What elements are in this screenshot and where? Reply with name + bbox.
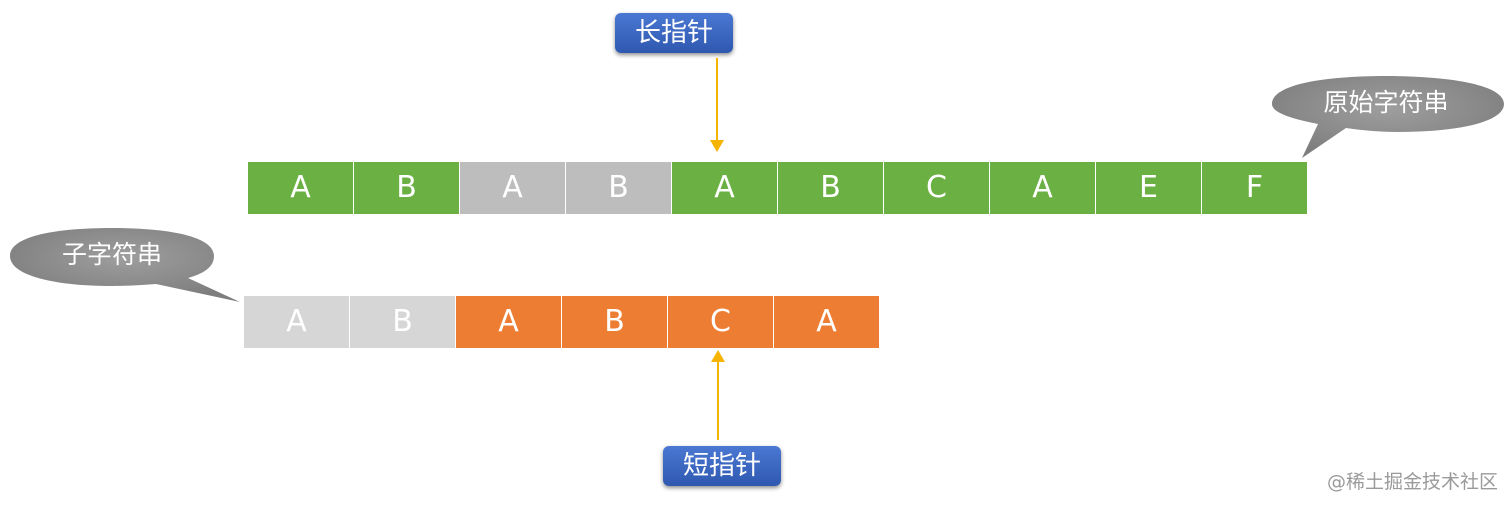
substring-cell: B [350,296,455,348]
long-pointer-label: 长指针 [615,13,734,53]
original-string-cell: A [672,162,777,214]
original-string-cell: B [354,162,459,214]
long-pointer-arrow-icon [710,58,724,152]
substring-cell: A [456,296,561,348]
short-pointer-arrow-icon [711,350,725,440]
original-string-cell: B [778,162,883,214]
original-string-cell: A [990,162,1095,214]
original-string-bubble: 原始字符串 [1268,72,1508,162]
substring-label: 子字符串 [61,240,162,269]
short-pointer-label: 短指针 [663,446,782,486]
original-string-label: 原始字符串 [1323,88,1449,117]
speech-bubble-icon [1272,76,1504,158]
substring-bubble: 子字符串 [6,224,246,304]
original-string-cell: B [566,162,671,214]
original-string-cell: A [248,162,353,214]
substring-cell: A [244,296,349,348]
speech-bubble-icon [10,228,240,302]
substring-cell: A [774,296,879,348]
substring-cell: B [562,296,667,348]
substring-cell: C [668,296,773,348]
original-string-cell: E [1096,162,1201,214]
original-string-cell: C [884,162,989,214]
original-string-cell: F [1202,162,1307,214]
watermark: @稀土掘金技术社区 [1326,471,1498,493]
original-string-cell: A [460,162,565,214]
